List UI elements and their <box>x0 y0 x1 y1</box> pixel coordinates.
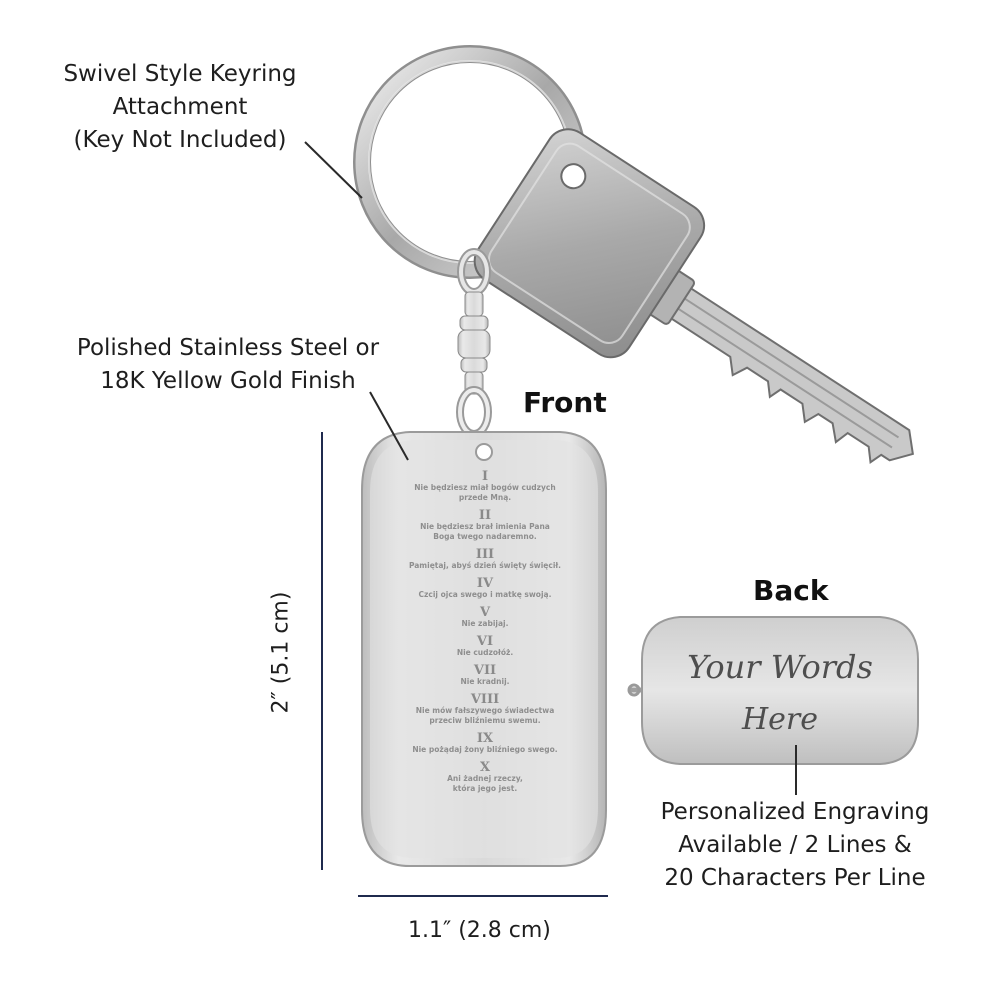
commandment-text: Nie zabijaj. <box>461 619 509 628</box>
commandment-item: VII Nie kradnij. <box>360 664 610 687</box>
commandment-text: Czcij ojca swego i matkę swoją. <box>418 590 552 599</box>
finish-leader <box>369 391 409 461</box>
back-tag <box>627 616 919 765</box>
commandment-item: X Ani żadnej rzeczy, która jego jest. <box>360 761 610 794</box>
commandment-text: Nie będziesz miał bogów cudzych <box>414 483 556 492</box>
commandment-item: II Nie będziesz brał imienia Pana Boga t… <box>360 509 610 542</box>
engraving-callout: Personalized Engraving Available / 2 Lin… <box>630 796 960 895</box>
commandment-text: Nie będziesz brał imienia Pana <box>420 522 550 531</box>
commandment-numeral: VI <box>476 634 494 649</box>
commandment-text: Nie mów fałszywego świadectwa <box>415 706 555 715</box>
commandment-text: Nie cudzołóż. <box>456 648 514 657</box>
commandment-text: przede Mną. <box>458 493 512 502</box>
engraving-callout-line: 20 Characters Per Line <box>664 865 926 891</box>
commandment-item: VIII Nie mów fałszywego świadectwa przec… <box>360 693 610 726</box>
back-engraving-line-2: Here <box>741 702 818 737</box>
back-engraving-line-1: Your Words <box>687 648 873 686</box>
commandment-numeral: II <box>478 508 492 523</box>
commandment-text: Nie kradnij. <box>460 677 510 686</box>
commandment-text: która jego jest. <box>452 784 518 793</box>
commandment-numeral: IX <box>476 731 494 746</box>
keyring-callout-line: (Key Not Included) <box>73 127 287 153</box>
height-dimension-label: 2″ (5.1 cm) <box>268 591 294 714</box>
finish-callout: Polished Stainless Steel or 18K Yellow G… <box>48 332 408 398</box>
front-engraving: I Nie będziesz miał bogów cudzych przede… <box>360 470 610 800</box>
commandment-numeral: III <box>475 547 495 562</box>
commandment-numeral: X <box>479 760 491 775</box>
commandment-numeral: IV <box>476 576 494 591</box>
front-label: Front <box>523 386 607 419</box>
commandment-text: Ani żadnej rzeczy, <box>447 774 523 783</box>
key <box>473 128 914 464</box>
finish-callout-line: 18K Yellow Gold Finish <box>100 368 356 394</box>
commandment-item: V Nie zabijaj. <box>360 606 610 629</box>
commandment-numeral: I <box>481 469 489 484</box>
engraving-callout-line: Personalized Engraving <box>660 799 930 825</box>
commandment-text: Pamiętaj, abyś dzień święty święcił. <box>408 561 562 570</box>
commandment-item: III Pamiętaj, abyś dzień święty święcił. <box>360 548 610 571</box>
finish-callout-line: Polished Stainless Steel or <box>76 335 380 361</box>
swivel-clasp <box>456 248 492 438</box>
commandment-text: Boga twego nadaremno. <box>433 532 537 541</box>
front-tag <box>361 431 607 867</box>
commandment-item: IV Czcij ojca swego i matkę swoją. <box>360 577 610 600</box>
commandment-numeral: VIII <box>470 692 500 707</box>
back-label: Back <box>753 574 829 607</box>
width-dimension-label: 1.1″ (2.8 cm) <box>408 918 551 943</box>
commandment-numeral: V <box>479 605 491 620</box>
commandment-item: VI Nie cudzołóż. <box>360 635 610 658</box>
commandment-text: przeciw bliźniemu swemu. <box>429 716 541 725</box>
commandment-text: Nie pożądaj żony bliźniego swego. <box>412 745 558 754</box>
keyring-leader <box>304 141 363 199</box>
keyring-callout-line: Attachment <box>112 94 248 120</box>
keyring-callout-line: Swivel Style Keyring <box>63 61 297 87</box>
commandment-item: IX Nie pożądaj żony bliźniego swego. <box>360 732 610 755</box>
keyring-callout: Swivel Style Keyring Attachment (Key Not… <box>40 58 320 157</box>
commandment-item: I Nie będziesz miał bogów cudzych przede… <box>360 470 610 503</box>
commandment-numeral: VII <box>473 663 497 678</box>
engraving-callout-line: Available / 2 Lines & <box>678 832 912 858</box>
